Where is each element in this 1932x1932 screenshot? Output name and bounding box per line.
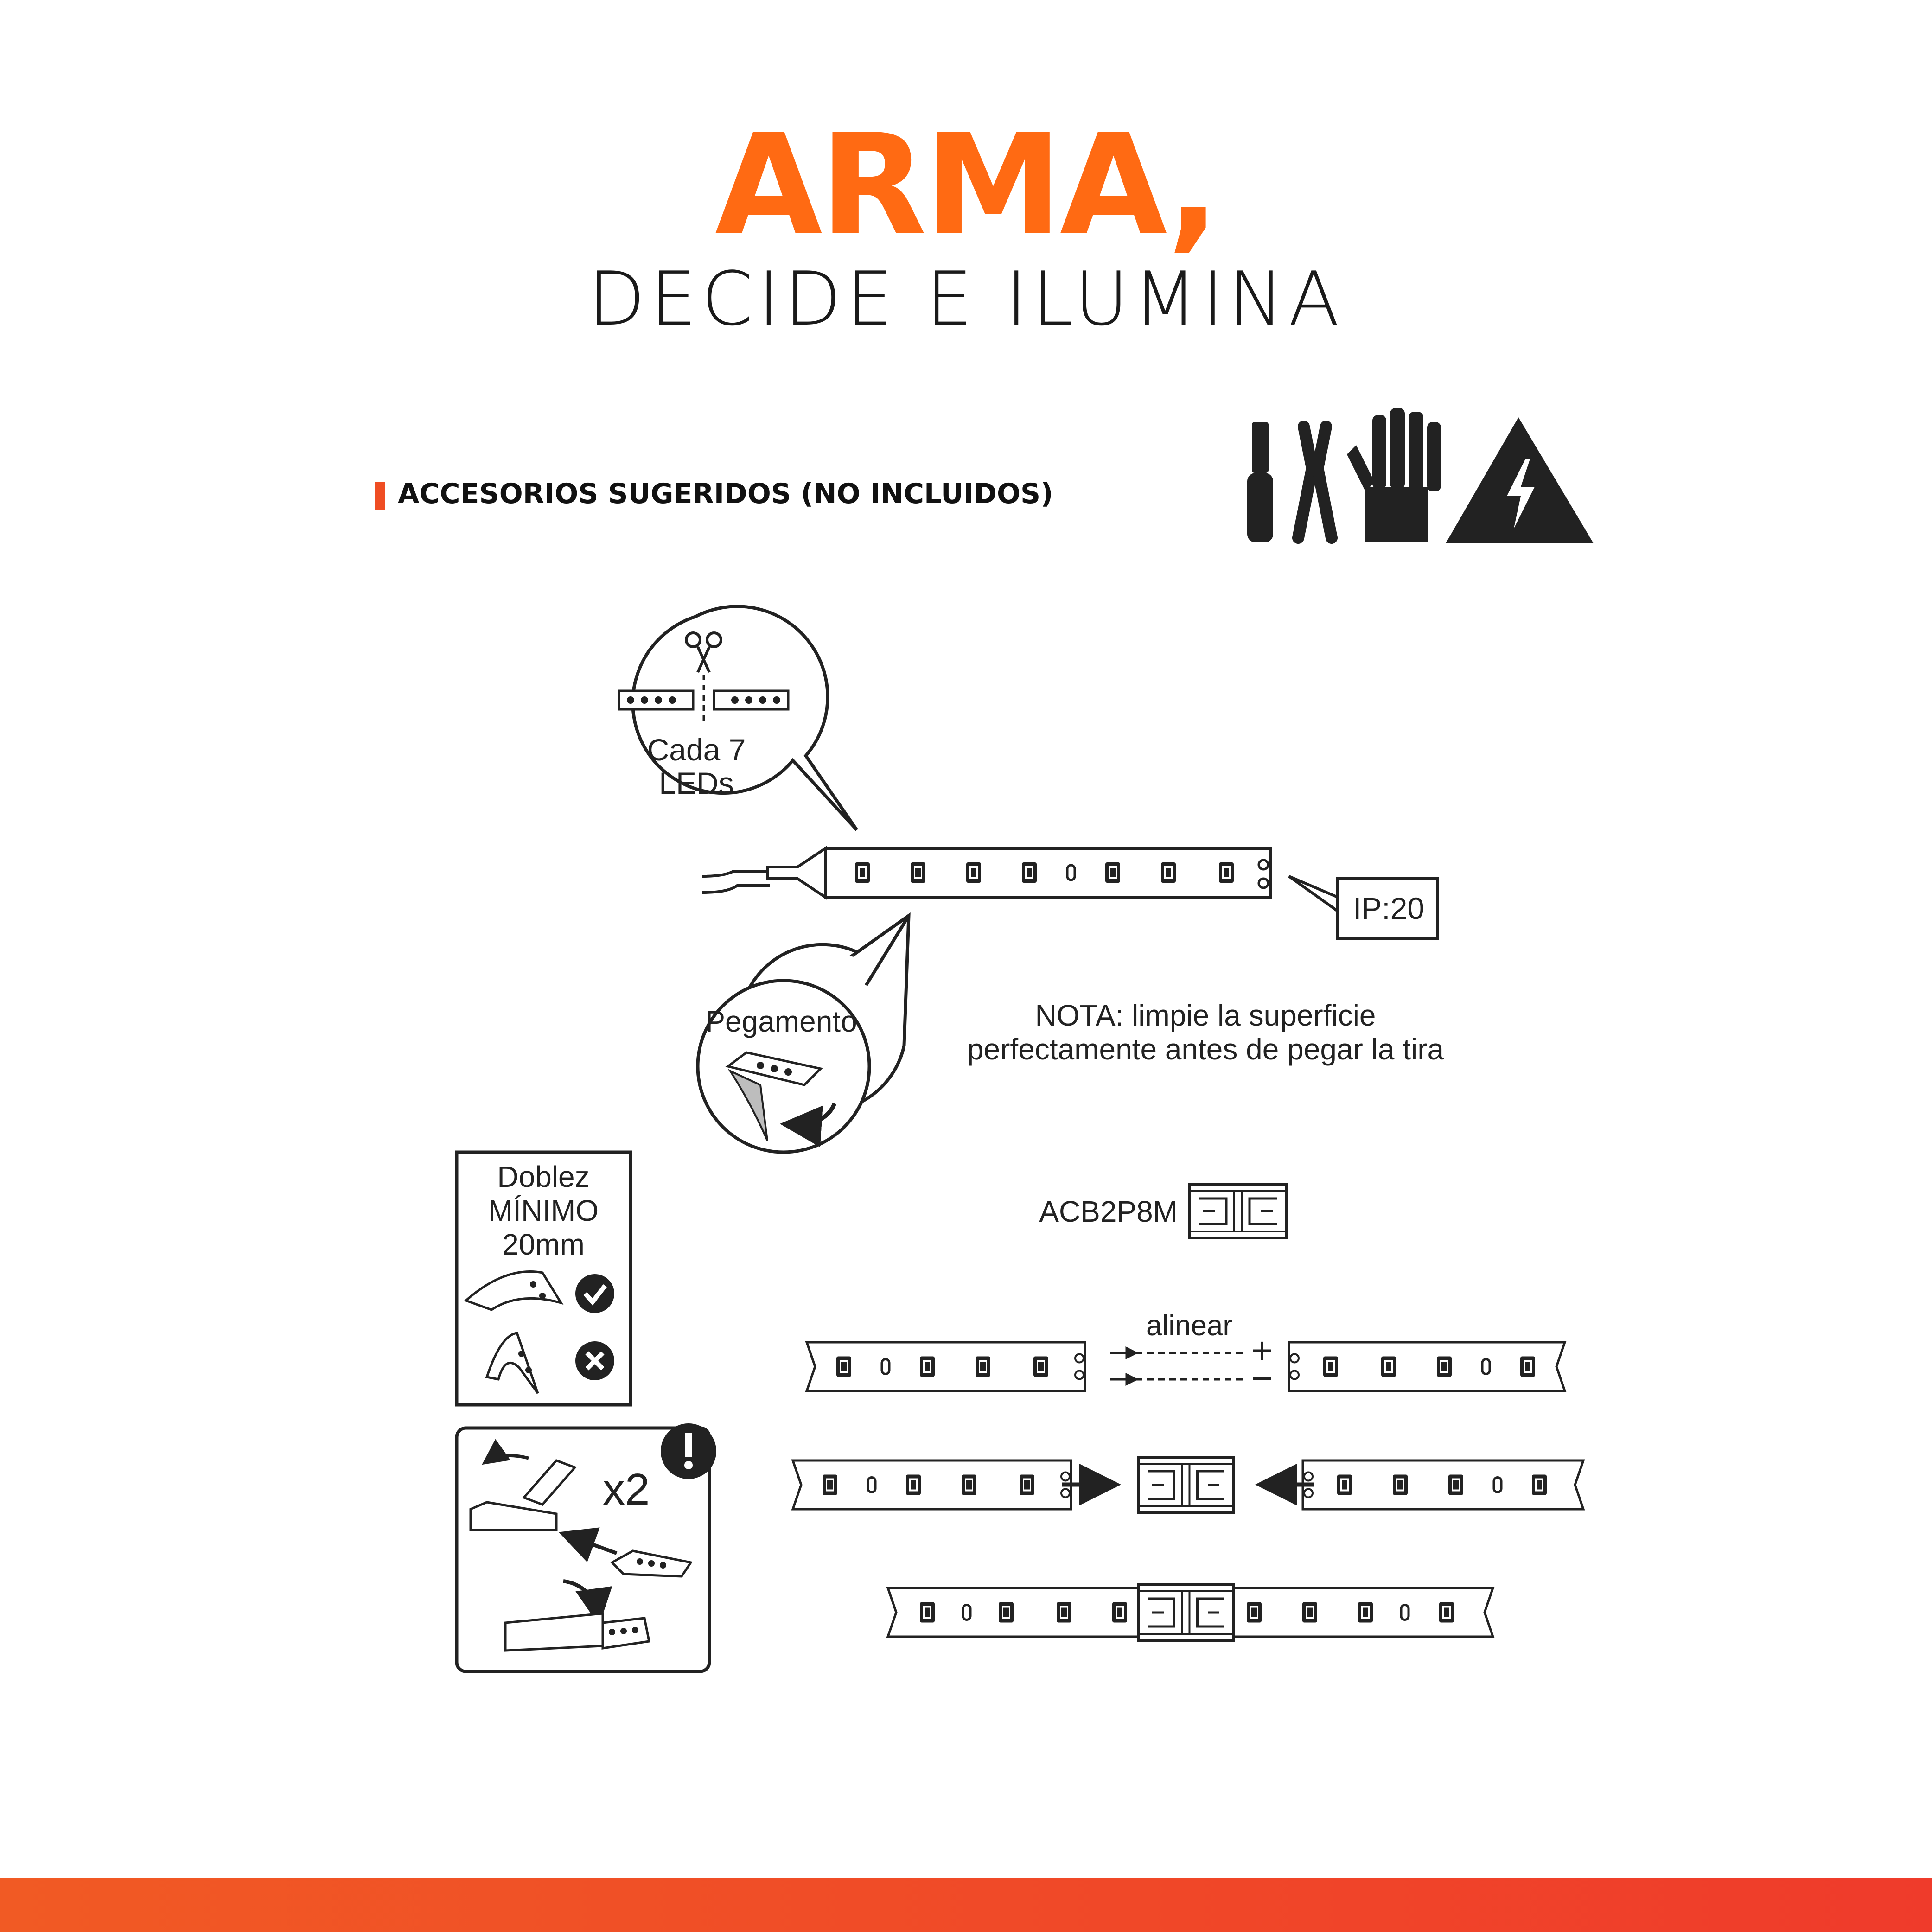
connector-icon	[1188, 1183, 1288, 1239]
bend-line2: MÍNIMO	[488, 1194, 599, 1227]
ip-label: IP:20	[1353, 891, 1424, 925]
ip-callout: IP:20	[1288, 875, 1439, 940]
note-line2: perfectamente antes de pegar la tira	[967, 1033, 1444, 1066]
align-guides	[1110, 1346, 1243, 1386]
glue-label: Pegamento	[705, 1005, 857, 1038]
cut-bubble-line2: LEDs	[659, 766, 733, 800]
pliers-icon	[1292, 421, 1338, 544]
glue-bubble: Pegamento	[696, 912, 911, 1154]
accessories-heading: ACCESORIOS SUGERIDOS (NO INCLUIDOS)	[398, 478, 1053, 510]
note-line1: NOTA: limpie la superficie	[1035, 999, 1376, 1032]
section-marker	[375, 482, 385, 510]
cut-bubble: Cada 7 LEDs	[618, 605, 858, 831]
footer-bar	[0, 1878, 1932, 1932]
bend-line3: 20mm	[502, 1228, 585, 1261]
bend-line1: Doblez	[497, 1160, 589, 1193]
screwdriver-icon	[1247, 422, 1273, 542]
cross-icon	[575, 1341, 614, 1380]
align-minus: −	[1251, 1358, 1273, 1399]
main-led-strip	[702, 846, 1272, 900]
bend-box: Doblez MÍNIMO 20mm	[455, 1150, 632, 1407]
align-label: alinear	[1146, 1310, 1232, 1342]
align-plus: +	[1251, 1330, 1273, 1371]
scissors-icon	[685, 631, 722, 673]
cut-bubble-line1: Cada 7	[647, 733, 746, 767]
page-subtitle: DECIDE E ILUMINA	[588, 255, 1344, 342]
check-icon	[575, 1274, 614, 1313]
assembly-strips	[791, 1341, 1585, 1642]
clip-box: x2	[455, 1423, 716, 1673]
connector-model: ACB2P8M	[1039, 1195, 1178, 1228]
electric-hazard-icon	[1446, 417, 1594, 543]
warning-icon	[661, 1423, 716, 1479]
glove-icon	[1347, 408, 1441, 542]
page-title: ARMA,	[714, 104, 1220, 266]
clip-count: x2	[603, 1465, 650, 1514]
